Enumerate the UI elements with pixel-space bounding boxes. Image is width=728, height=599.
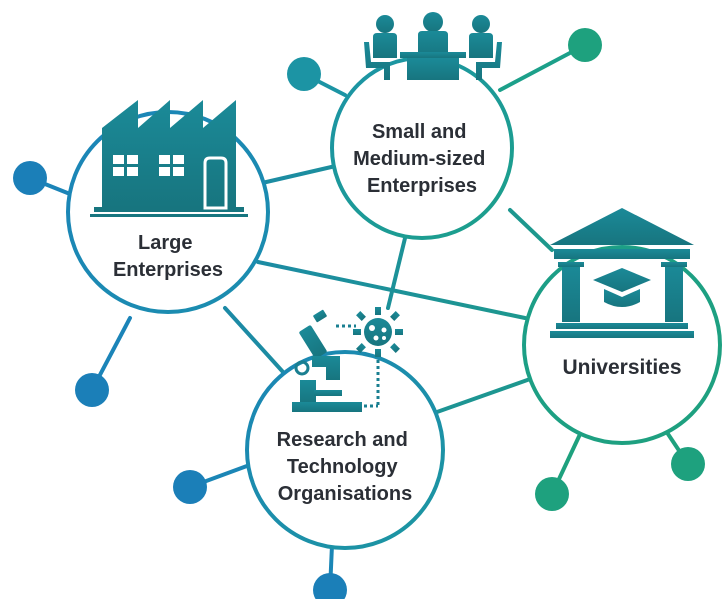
rto-label-line: Research and	[277, 429, 408, 451]
rto-hub	[245, 350, 445, 550]
satellite-dots	[13, 28, 705, 599]
satellite-dot	[313, 573, 347, 599]
factory-icon	[90, 100, 248, 217]
satellite-dot	[287, 57, 321, 91]
satellite-dot	[13, 161, 47, 195]
rto-label: Research and Technology Organisations	[277, 429, 414, 505]
connection-large-rto	[223, 306, 285, 374]
large-enterprises-label-line: Large	[138, 232, 192, 254]
meeting-people-icon	[364, 12, 502, 80]
microscope-virus-icon	[292, 307, 403, 412]
satellite-dot	[75, 373, 109, 407]
university-building-icon	[550, 208, 694, 338]
connection-sme-rto	[386, 228, 409, 310]
satellite-dot	[173, 470, 207, 504]
universities-label: Universities	[562, 356, 681, 379]
connection-universities-rto	[435, 376, 535, 414]
sme-label: Small and Medium-sized Enterprises	[353, 121, 491, 197]
connection-large-sme	[260, 163, 342, 185]
sme-label-line: Medium-sized	[353, 148, 485, 170]
sme-label-line: Enterprises	[367, 175, 477, 197]
hub-connections	[223, 163, 554, 414]
universities-label-line: Universities	[562, 356, 681, 379]
large-enterprises-label-line: Enterprises	[113, 259, 223, 281]
satellite-dot	[535, 477, 569, 511]
sme-label-line: Small and	[372, 121, 466, 143]
hub-circles	[66, 56, 722, 550]
large-enterprises-label: Large Enterprises	[113, 232, 223, 281]
connection-sme-universities	[508, 208, 554, 252]
rto-label-line: Technology	[287, 456, 399, 478]
satellite-dot	[568, 28, 602, 62]
satellite-dot	[671, 447, 705, 481]
rto-label-line: Organisations	[278, 483, 412, 505]
